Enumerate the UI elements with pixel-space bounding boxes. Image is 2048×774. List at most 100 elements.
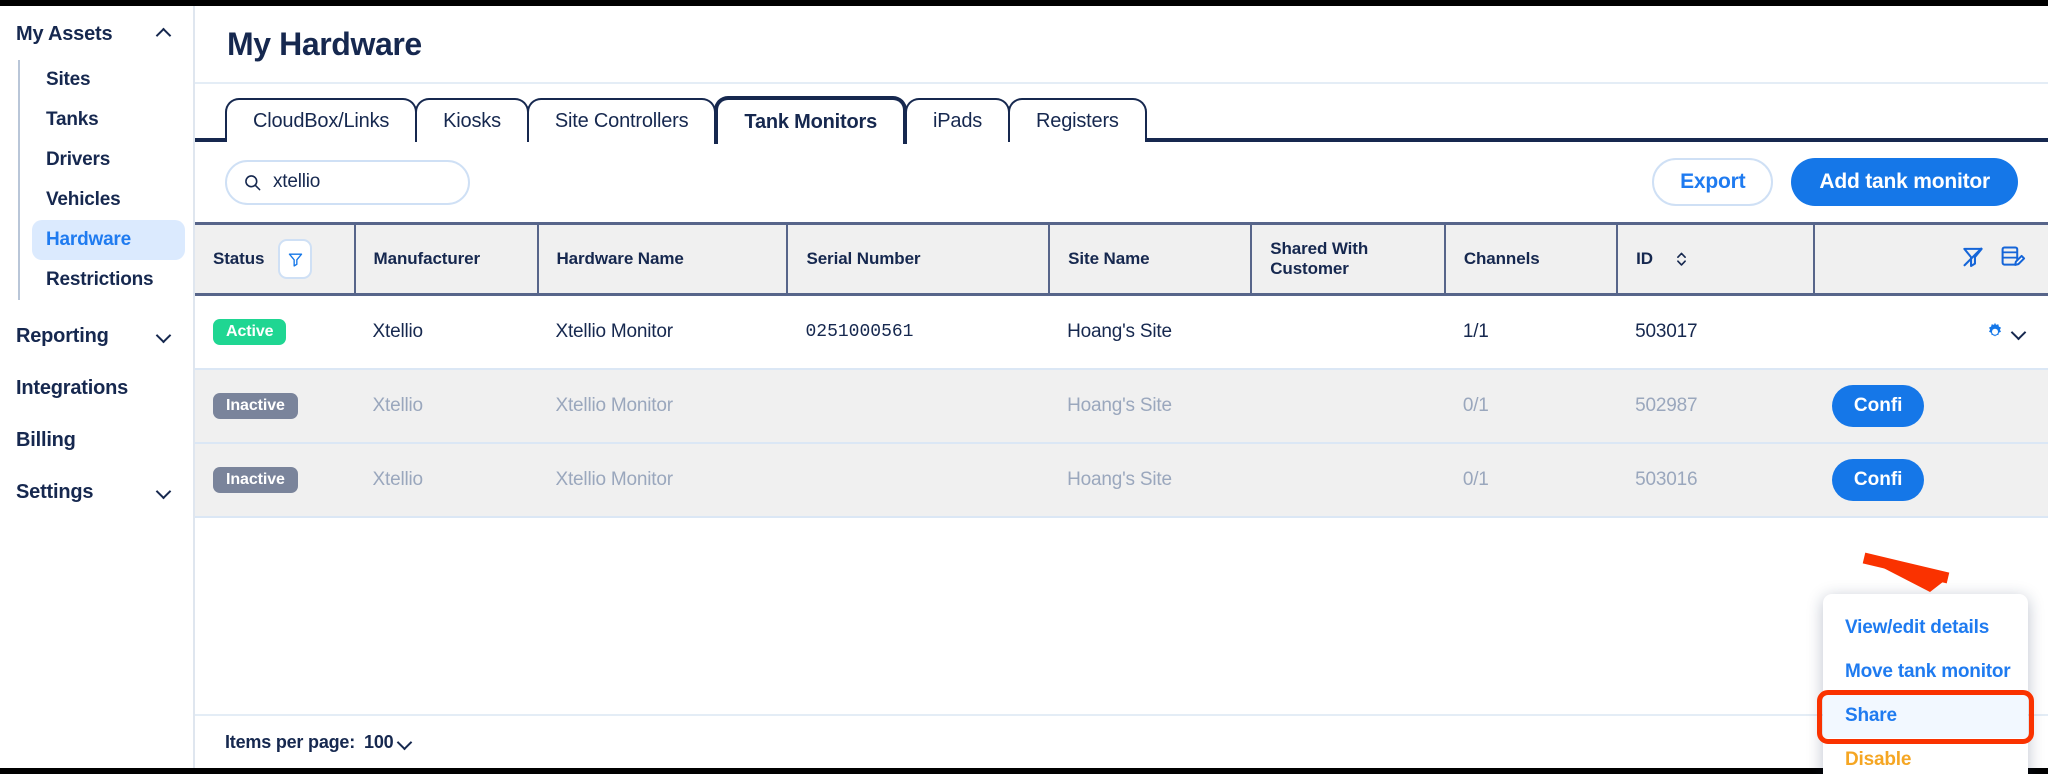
- tab-tank-monitors[interactable]: Tank Monitors: [714, 96, 908, 144]
- cell-actions: Confi: [1814, 443, 2048, 517]
- sidebar-item-restrictions[interactable]: Restrictions: [46, 269, 154, 290]
- sidebar-item-billing[interactable]: Billing: [0, 414, 193, 466]
- toolbar: xtellio Export Add tank monitor: [195, 142, 2048, 222]
- export-button[interactable]: Export: [1652, 158, 1774, 206]
- column-header-hardware-name[interactable]: Hardware Name: [537, 223, 789, 295]
- cell-shared-with-customer: [1251, 369, 1445, 443]
- cell-status: Active: [195, 295, 355, 369]
- row-actions-menu-button[interactable]: [1832, 320, 2030, 344]
- chevron-down-icon: [157, 329, 171, 343]
- status-badge: Inactive: [213, 392, 298, 419]
- main-content: My Hardware CloudBox/Links Kiosks Site C…: [195, 6, 2048, 774]
- column-header-shared-with-customer[interactable]: Shared With Customer: [1251, 223, 1446, 295]
- search-icon: [245, 174, 261, 190]
- items-per-page-select[interactable]: 100: [364, 732, 410, 753]
- configure-button[interactable]: Confi: [1831, 458, 1925, 501]
- chevron-up-icon: [157, 27, 171, 41]
- items-per-page-label: Items per page:: [225, 731, 356, 752]
- sort-icon[interactable]: [1675, 250, 1688, 268]
- column-header-serial-number[interactable]: Serial Number: [787, 223, 1051, 295]
- cell-status: Inactive: [195, 443, 355, 517]
- table-footer: Items per page: 100 ‹ 1 ›: [195, 714, 2048, 768]
- column-header-actions: [1814, 224, 2048, 295]
- column-header-id[interactable]: ID: [1617, 223, 1815, 295]
- chevron-down-icon: [2012, 326, 2024, 338]
- search-input[interactable]: xtellio: [225, 159, 470, 205]
- cell-hardware-name: Xtellio Monitor: [555, 468, 674, 490]
- column-label: Status: [213, 249, 265, 268]
- cell-serial-number: [787, 369, 1049, 443]
- cell-manufacturer: Xtellio: [372, 394, 424, 416]
- sidebar-group-label: My Assets: [16, 22, 113, 45]
- cell-channels: 1/1: [1462, 320, 1489, 342]
- cell-site-name: Hoang's Site: [1067, 320, 1172, 342]
- sidebar: My Assets Sites Tanks Drivers Vehicles H…: [0, 6, 195, 768]
- chevron-down-icon: [398, 736, 410, 748]
- cell-shared-with-customer: [1251, 295, 1445, 369]
- sidebar-item-hardware[interactable]: Hardware: [32, 220, 185, 260]
- status-badge: Active: [213, 318, 287, 345]
- sidebar-item-reporting[interactable]: Reporting: [0, 310, 193, 362]
- menu-item-share[interactable]: Share: [1823, 694, 2028, 738]
- tab-site-controllers[interactable]: Site Controllers: [526, 98, 717, 142]
- chevron-down-icon: [157, 485, 171, 499]
- cell-id: 503017: [1635, 320, 1698, 342]
- sidebar-item-settings[interactable]: Settings: [0, 466, 193, 518]
- cell-manufacturer: Xtellio: [372, 468, 424, 490]
- cell-hardware-name: Xtellio Monitor: [555, 394, 674, 416]
- tab-registers[interactable]: Registers: [1008, 98, 1147, 142]
- sidebar-item-integrations[interactable]: Integrations: [0, 362, 193, 414]
- menu-item-disable[interactable]: Disable: [1845, 749, 1912, 770]
- filter-icon[interactable]: [278, 239, 313, 279]
- sidebar-item-label: Integrations: [16, 376, 129, 399]
- cell-site-name: Hoang's Site: [1067, 394, 1172, 416]
- menu-item-view-edit-details[interactable]: View/edit details: [1845, 617, 1990, 638]
- sidebar-item-label: Reporting: [16, 324, 109, 347]
- cell-serial-number: [787, 443, 1049, 517]
- table-row[interactable]: Active Xtellio Xtellio Monitor 025100056…: [195, 294, 2048, 369]
- tab-bar: CloudBox/Links Kiosks Site Controllers T…: [195, 84, 2048, 144]
- cell-id: 502987: [1635, 394, 1698, 416]
- column-header-channels[interactable]: Channels: [1444, 223, 1619, 295]
- hardware-table-container: Status Manufacturer Hardware Name Serial…: [195, 222, 2048, 774]
- sidebar-item-drivers[interactable]: Drivers: [46, 149, 111, 170]
- cell-channels: 0/1: [1462, 394, 1489, 416]
- sidebar-subnav: Sites Tanks Drivers Vehicles Hardware Re…: [18, 60, 193, 300]
- sidebar-item-sites[interactable]: Sites: [46, 69, 91, 90]
- menu-item-move-tank-monitor[interactable]: Move tank monitor: [1845, 661, 2011, 682]
- annotation-arrow: [1862, 552, 1950, 592]
- cell-serial-number: 0251000561: [805, 321, 914, 342]
- configure-button[interactable]: Confi: [1831, 384, 1925, 427]
- column-header-site-name[interactable]: Site Name: [1049, 223, 1253, 295]
- hardware-table: Status Manufacturer Hardware Name Serial…: [195, 222, 2048, 518]
- column-label: ID: [1636, 249, 1653, 268]
- cell-actions: [1814, 295, 2048, 369]
- gear-icon: [1989, 322, 2001, 337]
- search-value: xtellio: [273, 171, 321, 192]
- page-header: My Hardware: [195, 6, 2048, 84]
- column-header-status[interactable]: Status: [195, 223, 356, 295]
- row-context-menu: View/edit details Move tank monitor Shar…: [1817, 594, 2034, 774]
- page-title: My Hardware: [227, 25, 422, 62]
- cell-id: 503016: [1635, 468, 1698, 490]
- cell-status: Inactive: [195, 369, 355, 443]
- sidebar-item-tanks[interactable]: Tanks: [46, 109, 99, 130]
- cell-shared-with-customer: [1251, 443, 1445, 517]
- table-body: Active Xtellio Xtellio Monitor 025100056…: [195, 294, 2048, 517]
- column-header-manufacturer[interactable]: Manufacturer: [354, 223, 539, 295]
- cell-channels: 0/1: [1462, 468, 1489, 490]
- cell-site-name: Hoang's Site: [1067, 468, 1172, 490]
- table-row[interactable]: Inactive Xtellio Xtellio Monitor Hoang's…: [195, 368, 2048, 443]
- items-per-page-value: 100: [364, 731, 394, 752]
- table-row[interactable]: Inactive Xtellio Xtellio Monitor Hoang's…: [195, 442, 2048, 517]
- sidebar-item-vehicles[interactable]: Vehicles: [46, 189, 121, 210]
- tab-ipads[interactable]: iPads: [905, 98, 1011, 142]
- tab-cloudbox-links[interactable]: CloudBox/Links: [225, 98, 418, 142]
- tab-kiosks[interactable]: Kiosks: [415, 98, 529, 142]
- edit-table-icon[interactable]: [1999, 243, 2026, 275]
- filter-off-icon[interactable]: [1960, 244, 1986, 275]
- add-tank-monitor-button[interactable]: Add tank monitor: [1791, 158, 2018, 206]
- sidebar-group-my-assets[interactable]: My Assets: [0, 14, 193, 54]
- sidebar-item-label: Settings: [16, 480, 94, 503]
